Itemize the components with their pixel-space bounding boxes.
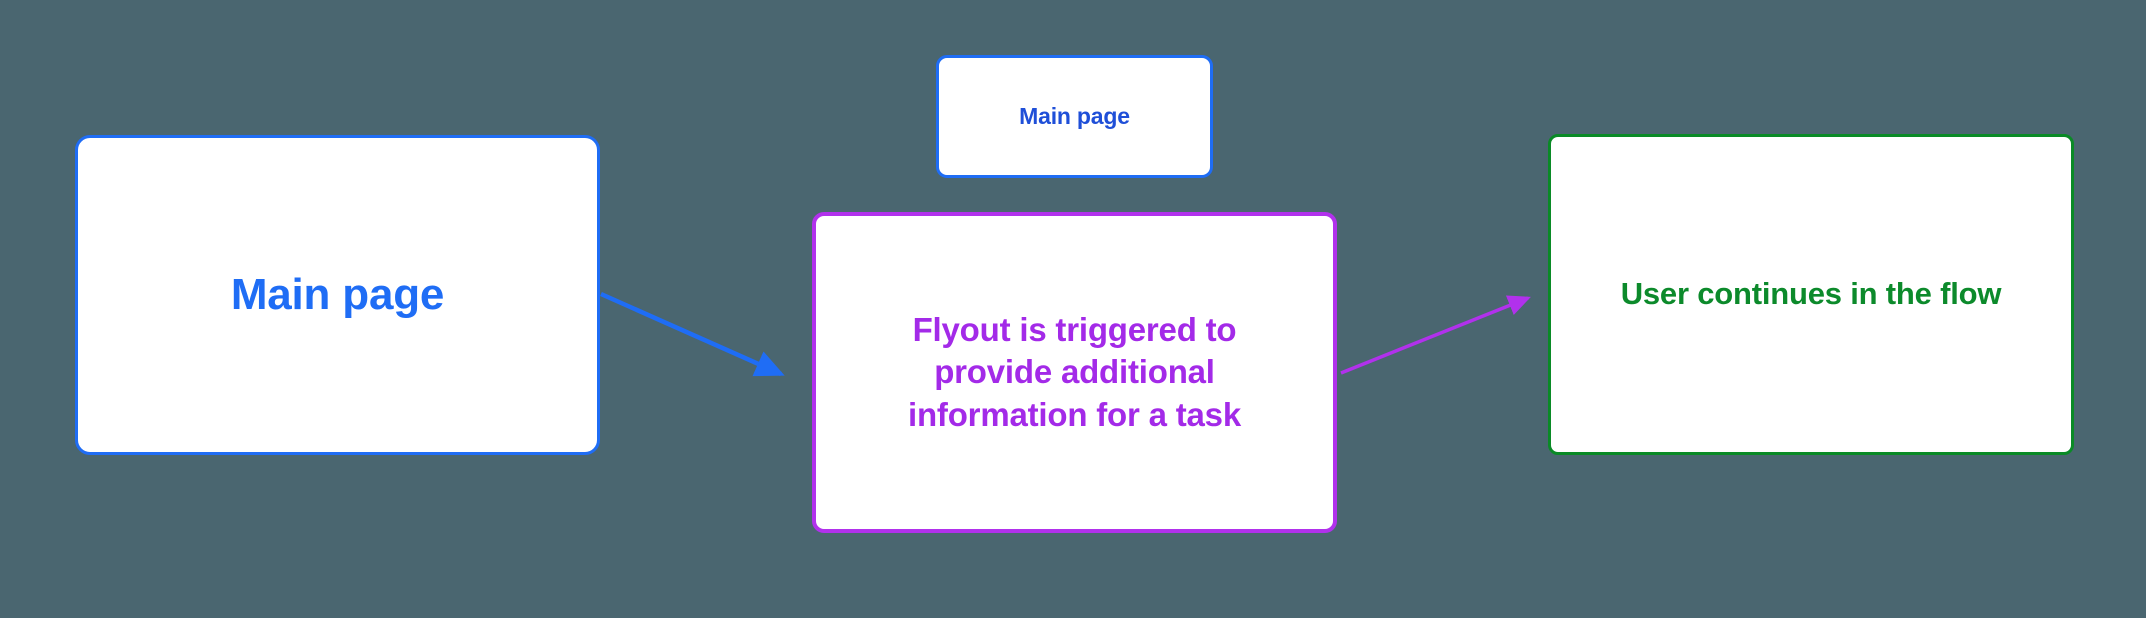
node-user-continues[interactable]: User continues in the flow <box>1548 134 2074 455</box>
connector-flyout-to-user-continues <box>1340 295 1531 375</box>
node-main-page-small-label: Main page <box>1019 102 1130 129</box>
node-user-continues-label: User continues in the flow <box>1620 276 2002 312</box>
connector-main-page-to-flyout <box>600 291 785 377</box>
node-main-page-small[interactable]: Main page <box>936 55 1213 178</box>
node-flyout-label: Flyout is triggered to provide additiona… <box>908 311 1241 433</box>
node-main-page-large-label: Main page <box>230 270 445 320</box>
node-main-page-large[interactable]: Main page <box>75 135 600 455</box>
node-flyout[interactable]: Flyout is triggered to provide additiona… <box>812 212 1337 533</box>
